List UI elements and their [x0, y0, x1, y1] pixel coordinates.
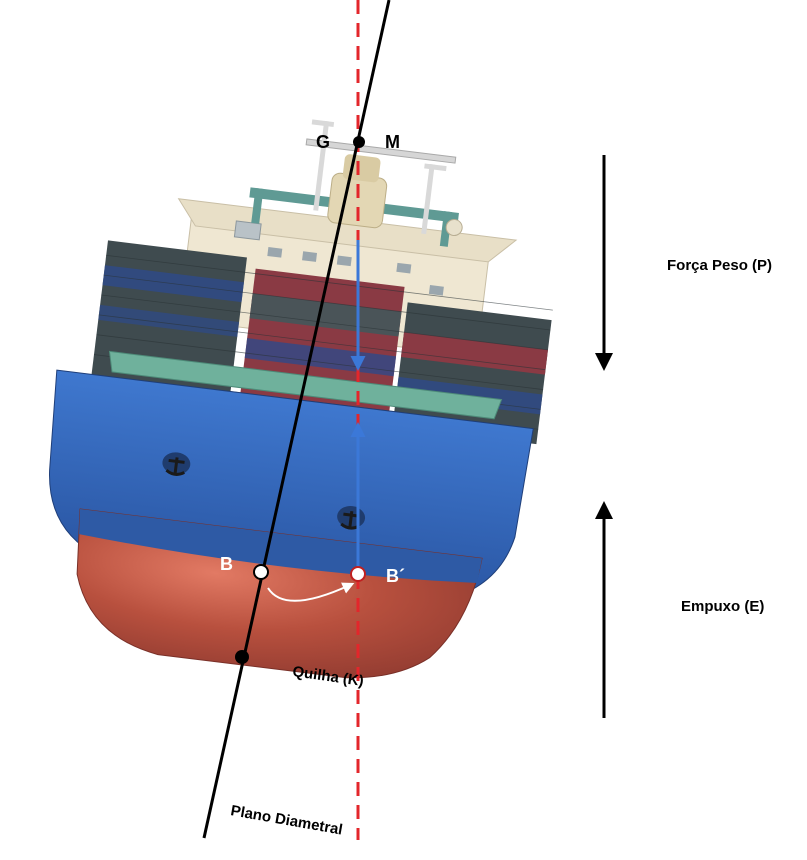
label-weight-force: Força Peso (P): [667, 257, 772, 274]
label-g: G: [316, 132, 330, 152]
label-buoyancy: Empuxo (E): [681, 598, 764, 615]
hull: [49, 369, 534, 679]
point-keel: [235, 650, 249, 664]
point-b-prime: [350, 566, 366, 582]
buoyancy-shift-arrow: [267, 582, 355, 602]
point-gm: [353, 136, 365, 148]
label-b-prime: B´: [386, 566, 405, 586]
container-stacks: [90, 240, 553, 445]
container-ship: [49, 119, 553, 679]
anchor-icon: [162, 452, 191, 476]
label-b: B: [220, 554, 233, 574]
label-m: M: [385, 132, 400, 152]
point-b: [253, 564, 269, 580]
label-diametral-plane: Plano Diametral: [229, 802, 344, 838]
